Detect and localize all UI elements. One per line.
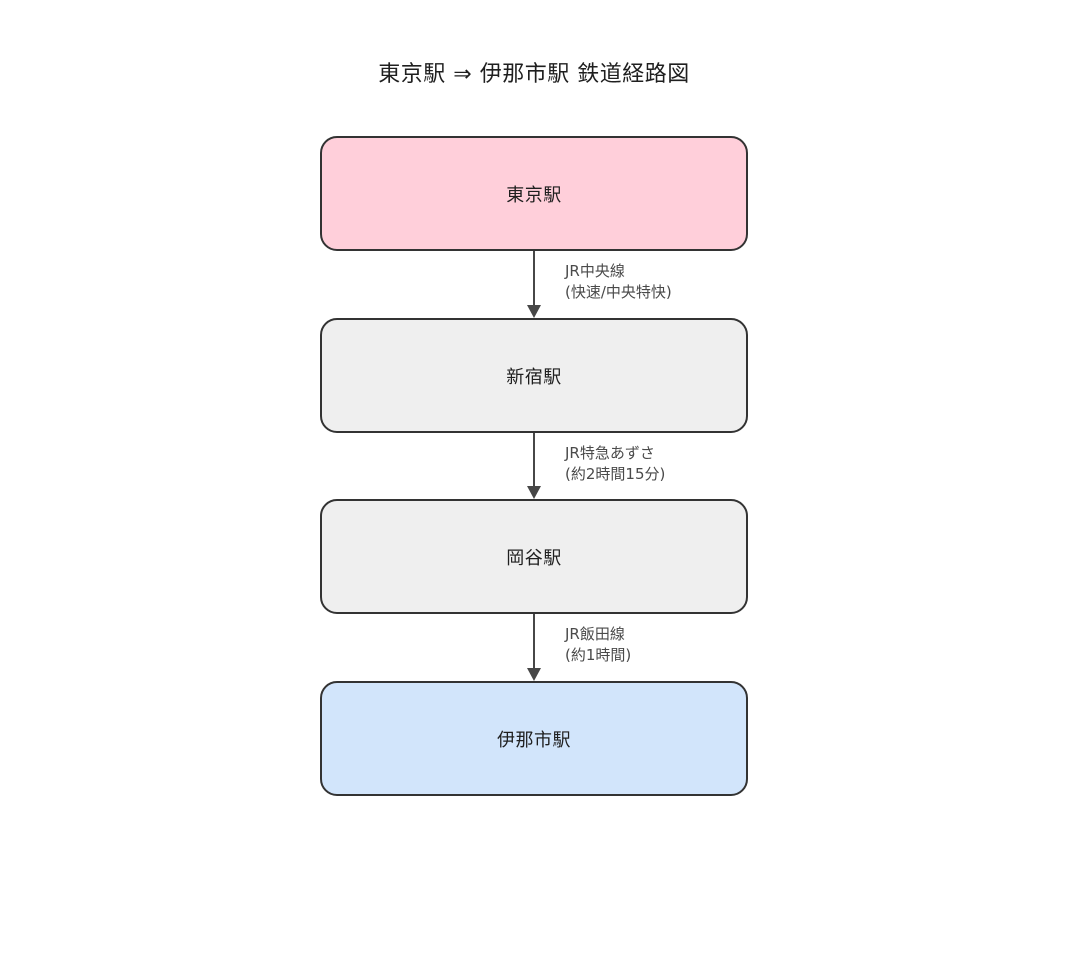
edge-label-detail: (約2時間15分) <box>565 465 666 483</box>
node-label-inashi: 伊那市駅 <box>497 729 571 751</box>
edge-label-line-name: JR特急あずさ <box>565 444 655 462</box>
node-label-shinjuku: 新宿駅 <box>506 366 562 388</box>
node-label-okaya: 岡谷駅 <box>506 547 562 569</box>
edge-label-detail: (約1時間) <box>565 646 632 664</box>
node-inashi-station: 伊那市駅 <box>320 681 748 796</box>
edge-label: JR中央線 (快速/中央特快) <box>565 261 672 303</box>
node-tokyo-station: 東京駅 <box>320 136 748 251</box>
edge-label-detail: (快速/中央特快) <box>565 283 672 301</box>
arrow-down-icon <box>527 305 541 318</box>
node-label-tokyo: 東京駅 <box>506 184 562 206</box>
diagram-title: 東京駅 ⇒ 伊那市駅 鉄道経路図 <box>378 62 690 87</box>
node-shinjuku-station: 新宿駅 <box>320 318 748 433</box>
edge-shinjuku-okaya: JR特急あずさ (約2時間15分) <box>0 433 1070 499</box>
node-okaya-station: 岡谷駅 <box>320 499 748 614</box>
edge-line <box>533 614 535 669</box>
arrow-down-icon <box>527 486 541 499</box>
edge-line <box>533 251 535 306</box>
edge-okaya-inashi: JR飯田線 (約1時間) <box>0 614 1070 681</box>
edge-label: JR飯田線 (約1時間) <box>565 624 631 666</box>
edge-line <box>533 433 535 487</box>
edge-label-line-name: JR中央線 <box>565 262 625 280</box>
arrow-down-icon <box>527 668 541 681</box>
edge-label-line-name: JR飯田線 <box>565 625 625 643</box>
edge-label: JR特急あずさ (約2時間15分) <box>565 443 665 485</box>
edge-tokyo-shinjuku: JR中央線 (快速/中央特快) <box>0 251 1070 318</box>
